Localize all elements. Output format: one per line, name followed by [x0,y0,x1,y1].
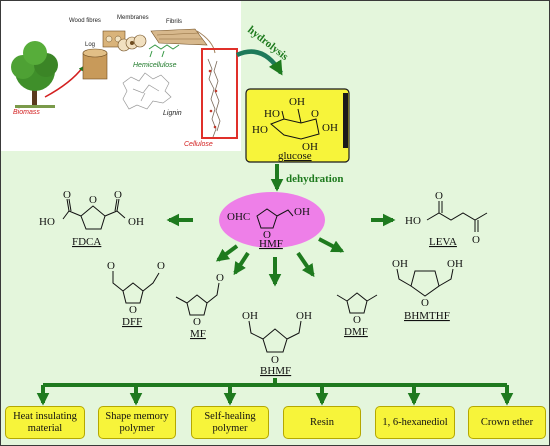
app-resin: Resin [283,406,361,439]
hmf-ohc: OHC [227,211,250,223]
lignin-label: Lignin [163,110,182,117]
cellulose-highlight-box [201,48,238,139]
membranes-icon [117,34,147,52]
fdca-o-1: O [63,189,71,201]
glucose-box: OH HO HO O OH OH glucose [245,88,350,163]
arrow-to-dff [215,244,239,262]
application-tree [36,378,514,406]
bhmf-oh-1: OH [242,310,258,322]
fdca-node: HO OH O O O FDCA [39,189,144,248]
bhmf-ring-o: O [271,354,279,366]
glucose-ring-o: O [311,108,319,120]
hydrolysis-arrow [236,49,283,76]
hmf-label: HMF [259,238,283,250]
fdca-oh: OH [128,216,144,228]
fdca-label: FDCA [72,236,101,248]
bhmthf-oh-1: OH [392,258,408,270]
leva-o-1: O [435,190,443,202]
cellulose-label: Cellulose [184,141,213,148]
fdca-o-2: O [114,189,122,201]
bhmthf-node: OH OH O BHMTHF [392,258,463,322]
mf-o-1: O [216,272,224,284]
glucose-ho-2: HO [252,124,268,136]
app-heat-insulating-material: Heat insulating material [5,406,85,439]
dff-label: DFF [122,316,142,328]
dehydration-label: dehydration [286,173,343,185]
leva-label: LEVA [429,236,457,248]
glucose-oh-top: OH [289,96,305,108]
wood-fibres-icon [102,30,126,48]
fdca-ring-o: O [89,194,97,206]
bhmthf-oh-2: OH [447,258,463,270]
biomass-panel: Biomass Log Wood fibres Membranes F [1,1,241,151]
app-self-healing-polymer: Self-healing polymer [191,406,269,439]
leva-o-2: O [472,234,480,246]
glucose-ho-1: HO [264,108,280,120]
bhmf-label: BHMF [260,365,291,377]
hmf-ring-o: O [263,229,271,241]
dff-node: O O O DFF [107,260,165,328]
bhmf-node: OH OH O BHMF [242,310,312,377]
arrow-to-bhmthf [318,237,345,253]
cellulose-structure [207,58,221,138]
fibrils-icon [150,28,216,54]
wood-fibres-label: Wood fibres [69,18,101,24]
biomass-to-log-arrow [44,66,84,98]
glucose-label: glucose [278,150,312,162]
hmf-product-arrows [166,213,396,287]
glucose-oh-right: OH [322,122,338,134]
mf-node: O O MF [175,272,224,340]
fdca-ho: HO [39,216,55,228]
arrow-to-dmf [296,251,315,278]
glucose-oh-bottom: OH [302,141,318,153]
leva-ho: HO [405,215,421,227]
lignin-structure [122,72,172,110]
dff-o-2: O [157,260,165,272]
fibrils-label: Fibrils [166,19,182,25]
app-crown-ether: Crown ether [468,406,546,439]
arrow-to-mf [233,251,250,276]
mf-label: MF [190,328,206,340]
hemicellulose-label: Hemicellulose [133,62,177,69]
log-label: Log [85,42,95,48]
hemicellulose-structure [148,44,180,58]
mf-ring-o: O [193,316,201,328]
dmf-ring-o: O [353,314,361,326]
app-shape-memory-polymer: Shape memory polymer [98,406,176,439]
dmf-node: O DMF [336,292,378,338]
bhmthf-label: BHMTHF [404,310,450,322]
log-icon [82,48,108,80]
tree-icon [11,41,58,108]
dmf-label: DMF [344,326,368,338]
app-hexanediol: 1, 6-hexanediol [375,406,455,439]
dff-o-1: O [107,260,115,272]
membranes-label: Membranes [117,15,149,21]
hmf-node: OHC OH O HMF [219,192,325,250]
bhmthf-ring-o: O [421,297,429,309]
biomass-label: Biomass [13,109,40,116]
hmf-oh: OH [294,206,310,218]
bhmf-oh-2: OH [296,310,312,322]
leva-node: HO O O LEVA [405,190,488,248]
dff-ring-o: O [129,304,137,316]
